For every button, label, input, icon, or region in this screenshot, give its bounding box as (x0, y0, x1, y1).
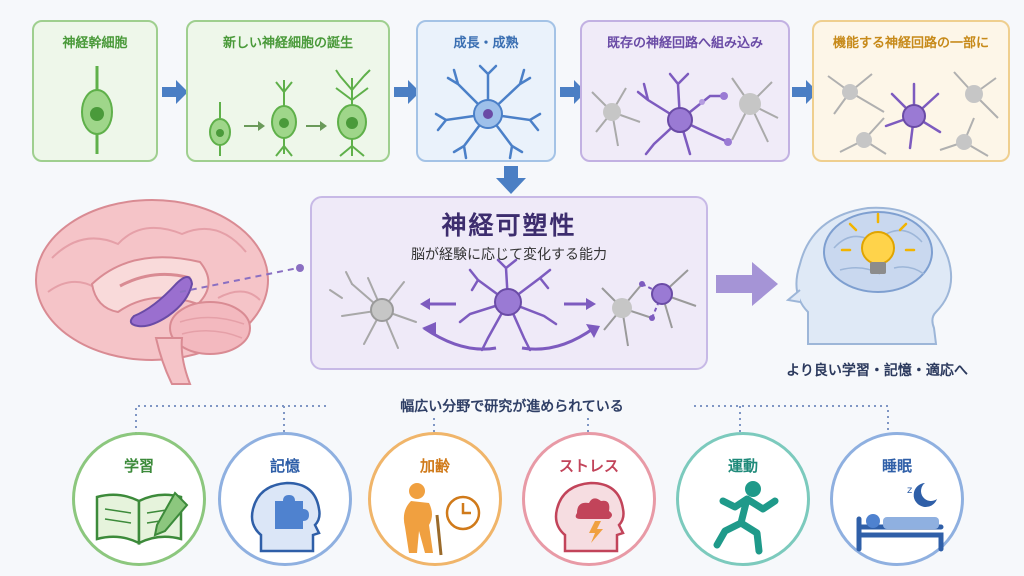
area-learning: 学習 (72, 432, 206, 566)
stage-growth-maturation: 成長・成熟 (416, 20, 556, 162)
outcome-text: より良い学習・記憶・適応へ (786, 363, 968, 379)
runner-icon (713, 481, 779, 555)
stage-label: 既存の神経回路へ組み込み (606, 36, 763, 51)
area-label: 学習 (123, 457, 154, 475)
head-lightbulb-icon (786, 206, 952, 345)
stage-label: 新しい神経細胞の誕生 (222, 36, 353, 51)
flow-arrow-3 (560, 80, 586, 104)
circuit-integration-icon (591, 72, 779, 156)
flow-arrow-2 (394, 80, 420, 104)
svg-text:z: z (907, 485, 912, 496)
plasticity-neurons-icon (329, 258, 697, 352)
functional-circuit-icon (827, 71, 999, 157)
flow-arrow-1 (162, 80, 188, 104)
stage-neural-stem-cell: 神経幹細胞 (32, 20, 158, 162)
research-branch-lines (135, 405, 889, 434)
down-arrow (496, 166, 526, 194)
stem-cell-icon (81, 66, 113, 154)
area-label: 運動 (727, 457, 758, 475)
area-label: 記憶 (269, 457, 300, 475)
flow-arrow-4 (792, 80, 818, 104)
area-exercise: 運動 (676, 432, 810, 566)
outcome-arrow (716, 262, 778, 306)
stage-circuit-integration: 既存の神経回路へ組み込み (580, 20, 790, 162)
area-sleep: 睡眠 z (830, 432, 964, 566)
area-label: 加齢 (419, 457, 450, 475)
puzzle-head-icon (250, 481, 321, 553)
neuroplasticity-panel: 神経可塑性 脳が経験に応じて変化する能力 (310, 196, 708, 370)
area-aging: 加齢 (368, 432, 502, 566)
sleep-moon-icon: z (856, 483, 944, 552)
mature-neuron-icon (434, 64, 542, 160)
storm-head-icon (554, 481, 625, 553)
neuroplasticity-subtitle: 脳が経験に応じて変化する能力 (411, 247, 607, 263)
stage-new-neuron-birth: 新しい神経細胞の誕生 (186, 20, 390, 162)
neuron-growth-icon (209, 69, 371, 157)
area-memory: 記憶 (218, 432, 352, 566)
brain-hippocampus-illustration (35, 199, 269, 385)
elderly-clock-icon (403, 483, 481, 556)
area-label: 睡眠 (881, 457, 912, 475)
area-stress: ストレス (522, 432, 656, 566)
stage-functional-circuit: 機能する神経回路の一部に (812, 20, 1010, 162)
stage-label: 成長・成熟 (453, 36, 519, 51)
area-label: ストレス (558, 457, 619, 475)
research-areas-title: 幅広い分野で研究が進められている (330, 396, 694, 416)
stage-label: 神経幹細胞 (62, 36, 128, 51)
hippocampus-pointer-line (179, 264, 304, 293)
stage-label: 機能する神経回路の一部に (832, 36, 989, 51)
neuroplasticity-title: 神経可塑性 (441, 211, 577, 240)
book-pencil-icon (95, 491, 189, 546)
